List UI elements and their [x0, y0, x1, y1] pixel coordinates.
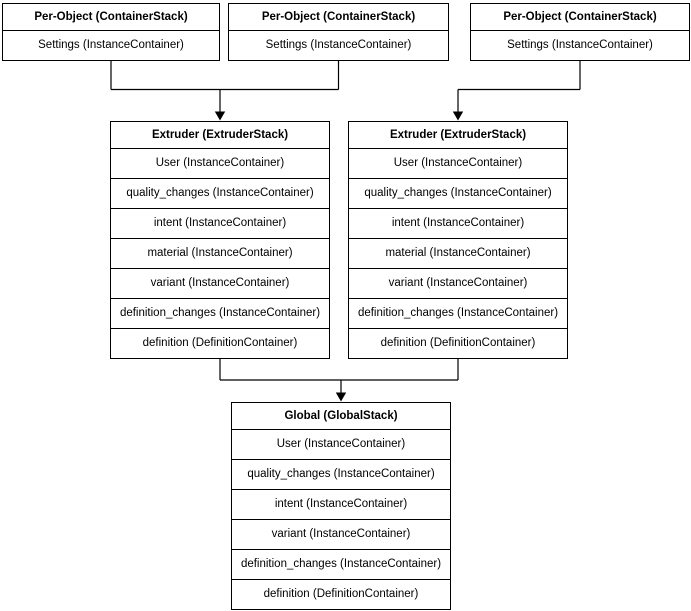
- stack-row: variant (InstanceContainer): [349, 269, 567, 299]
- stack-row: definition (DefinitionContainer): [380, 337, 536, 349]
- stack-row: variant (InstanceContainer): [232, 520, 450, 550]
- stack-row: Settings (InstanceContainer): [38, 39, 184, 51]
- stack-row: definition_changes (InstanceContainer): [349, 299, 567, 329]
- stack-row: intent (InstanceContainer): [349, 209, 567, 239]
- stack-row: variant (InstanceContainer): [111, 269, 329, 299]
- stack-row: definition (DefinitionContainer): [263, 588, 419, 600]
- arrowhead-global: [335, 392, 347, 402]
- stack-row: User (InstanceContainer): [349, 149, 567, 179]
- stack-title: Global (GlobalStack): [232, 403, 450, 430]
- stack-row: quality_changes (InstanceContainer): [349, 179, 567, 209]
- stack-title: Extruder (ExtruderStack): [349, 122, 567, 149]
- stack-row: material (InstanceContainer): [111, 239, 329, 269]
- stack-row: definition_changes (InstanceContainer): [232, 550, 450, 580]
- stack-row: User (InstanceContainer): [232, 430, 450, 460]
- stack-title: Extruder (ExtruderStack): [111, 122, 329, 149]
- stack-row: quality_changes (InstanceContainer): [111, 179, 329, 209]
- per-object-stack-2: Per-Object (ContainerStack) Settings (In…: [228, 3, 449, 61]
- stack-row: Settings (InstanceContainer): [265, 39, 412, 51]
- global-stack: Global (GlobalStack) User (InstanceConta…: [231, 402, 451, 610]
- stack-row: material (InstanceContainer): [349, 239, 567, 269]
- stack-row: intent (InstanceContainer): [111, 209, 329, 239]
- stack-title: Per-Object (ContainerStack): [229, 4, 448, 31]
- stack-row: Settings (InstanceContainer): [507, 39, 653, 51]
- stack-row: definition (DefinitionContainer): [142, 337, 298, 349]
- stack-row: User (InstanceContainer): [111, 149, 329, 179]
- stack-title: Per-Object (ContainerStack): [471, 4, 689, 31]
- stack-title: Per-Object (ContainerStack): [3, 4, 219, 31]
- per-object-stack-3: Per-Object (ContainerStack) Settings (In…: [470, 3, 690, 61]
- stack-row: intent (InstanceContainer): [232, 490, 450, 520]
- extruder-stack-2: Extruder (ExtruderStack) User (InstanceC…: [348, 121, 568, 359]
- extruder-stack-1: Extruder (ExtruderStack) User (InstanceC…: [110, 121, 330, 359]
- stack-row: definition_changes (InstanceContainer): [111, 299, 329, 329]
- arrowhead-left-extruder: [214, 111, 226, 121]
- per-object-stack-1: Per-Object (ContainerStack) Settings (In…: [2, 3, 220, 61]
- arrowhead-right-extruder: [452, 111, 464, 121]
- stack-row: quality_changes (InstanceContainer): [232, 460, 450, 490]
